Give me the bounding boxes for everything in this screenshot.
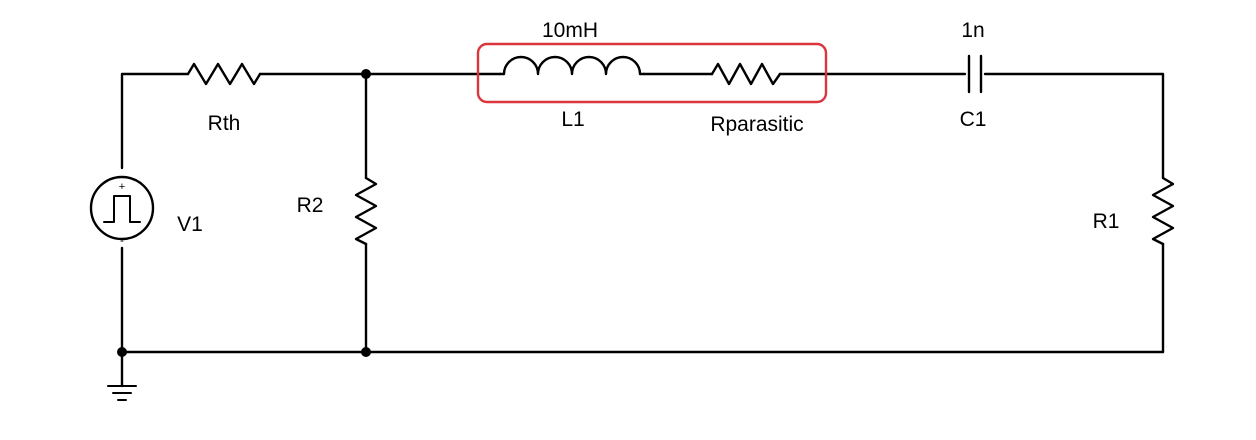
capacitor-c1-symbol xyxy=(967,54,983,94)
junction-node-top xyxy=(361,69,371,79)
ground-icon xyxy=(107,385,137,401)
source-plus-sign: + xyxy=(119,181,125,193)
resistor-r2-symbol xyxy=(354,176,378,246)
resistor-rth-symbol xyxy=(186,62,262,86)
label-c1: C1 xyxy=(960,108,987,131)
label-l1-value: 10mH xyxy=(542,19,598,42)
label-l1: L1 xyxy=(561,108,584,131)
label-v1: V1 xyxy=(177,213,203,236)
wire-source-top xyxy=(120,72,190,170)
label-r2: R2 xyxy=(297,194,324,217)
resistor-r1-symbol xyxy=(1151,176,1175,246)
pulse-source-icon: + - xyxy=(89,175,155,247)
inductor-l1-symbol xyxy=(498,55,646,76)
junction-node-bottom xyxy=(361,347,371,357)
source-minus-sign: - xyxy=(120,235,124,247)
label-rparasitic: Rparasitic xyxy=(710,113,803,136)
label-rth: Rth xyxy=(208,112,241,135)
wires xyxy=(120,72,1165,388)
junction-ground xyxy=(117,347,127,357)
wire-c1-to-r1 xyxy=(983,72,1165,180)
label-r1: R1 xyxy=(1093,210,1120,233)
resistor-rparasitic-symbol xyxy=(710,62,782,86)
label-c1-value: 1n xyxy=(961,19,984,42)
highlight-box xyxy=(476,42,828,104)
